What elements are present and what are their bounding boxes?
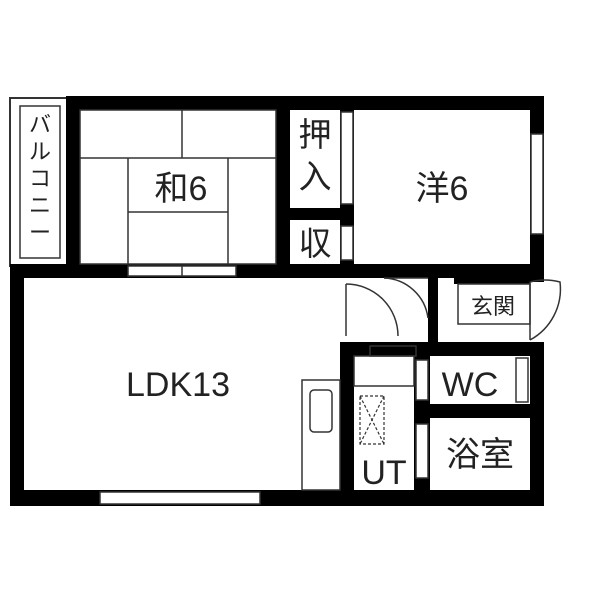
label-balcony: バルコニー <box>29 112 51 245</box>
tatami-mats <box>79 109 277 265</box>
label-wc: WC <box>442 366 499 404</box>
label-youshitsu: 洋6 <box>416 170 469 208</box>
label-balcony-char: バ <box>29 112 51 137</box>
washing-machine-space <box>359 395 385 445</box>
ut-sink <box>353 355 415 387</box>
label-balcony-char: ー <box>29 220 51 245</box>
label-ldk: LDK13 <box>126 366 230 404</box>
label-genkan: 玄関 <box>471 294 515 319</box>
label-oshiire: 押入 <box>299 116 332 195</box>
door-swings <box>345 277 562 357</box>
windows <box>99 111 544 505</box>
label-balcony-char: ニ <box>29 193 51 218</box>
label-shu: 収 <box>299 225 332 262</box>
label-balcony-char: コ <box>29 166 51 191</box>
room-labels: バルコニー 和6 押入 収 洋6 玄関 LDK13 WC 浴室 UT <box>29 112 515 492</box>
kitchen-counter <box>301 379 341 491</box>
label-oshiire-char: 入 <box>299 158 332 195</box>
label-oshiire-char: 押 <box>299 116 332 153</box>
label-yokushitsu: 浴室 <box>446 436 514 474</box>
label-washitsu: 和6 <box>155 170 208 208</box>
label-balcony-char: ル <box>29 139 51 164</box>
label-ut: UT <box>361 454 406 492</box>
